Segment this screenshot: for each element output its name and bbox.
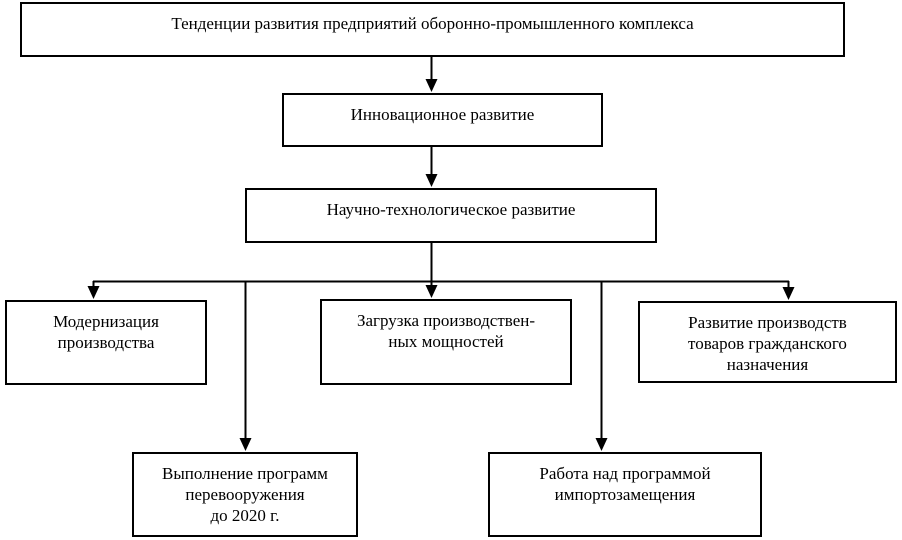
arrowhead-capacity [425,285,438,298]
node-rearmament-programs: Выполнение программ перевооружения до 20… [132,452,358,537]
arrowhead-import [595,438,608,451]
node-import-substitution: Работа над программой импортозамещения [488,452,762,537]
node-modernization: Модернизация производства [5,300,207,385]
arrowhead-innovative [425,79,438,92]
node-capacity-utilization: Загрузка производствен- ных мощностей [320,299,572,385]
node-opk-trends: Тенденции развития предприятий оборонно-… [20,2,845,57]
arrowhead-scitech [425,174,438,187]
node-sci-tech-development: Научно-технологическое развитие [245,188,657,243]
node-innovative-development: Инновационное развитие [282,93,603,147]
arrowhead-modernization [87,286,100,299]
arrowhead-rearmament [239,438,252,451]
node-civilian-goods: Развитие производств товаров гражданског… [638,301,897,383]
arrowhead-civilian [782,287,795,300]
